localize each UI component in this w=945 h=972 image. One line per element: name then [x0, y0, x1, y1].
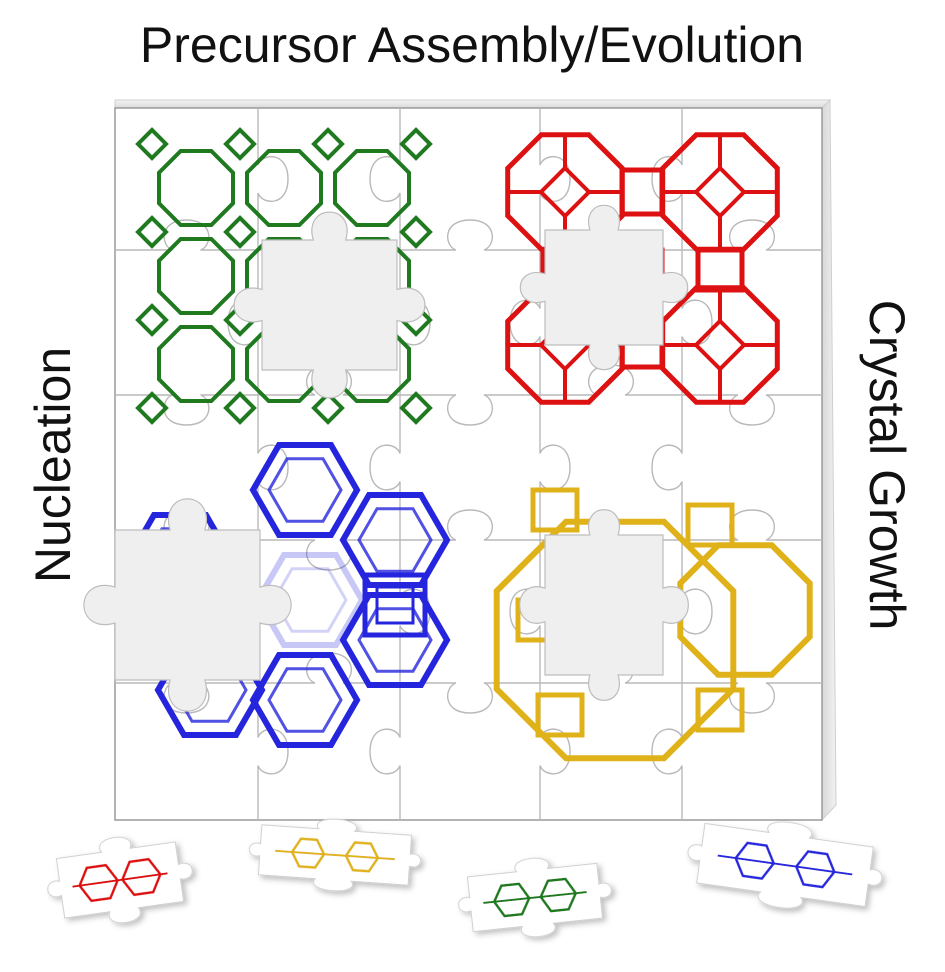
loose-piece-green [458, 857, 612, 938]
hexagon-inner [267, 457, 343, 523]
vertical-seam [651, 108, 713, 820]
horizontal-seam [115, 219, 822, 281]
diamond-ring [311, 391, 345, 425]
nucleation-label: Nucleation [25, 347, 81, 583]
octagon-ring [245, 149, 323, 227]
fragment-strut [275, 849, 395, 861]
square-window [362, 572, 428, 638]
missing-piece [83, 498, 292, 712]
loose-piece-blue [687, 821, 883, 909]
octagon-ring [157, 325, 235, 403]
fragment-strut [72, 872, 168, 888]
octagon-ring [157, 237, 235, 315]
gold-square-joint [695, 687, 745, 733]
gold-octagon [493, 518, 737, 762]
hexagon-inner [267, 667, 343, 733]
diamond-ring [135, 215, 169, 249]
fragment-strut [483, 891, 587, 904]
diamond-ring [399, 391, 433, 425]
connector-square [695, 247, 745, 293]
square-window-inner [375, 585, 415, 625]
diamond-ring [135, 127, 169, 161]
missing-piece [519, 509, 689, 701]
gold-square-joint [535, 692, 585, 738]
hexagon-outer [249, 442, 361, 538]
hexagon-outer [339, 492, 451, 588]
connector-square [619, 167, 665, 217]
board-top-edge [114, 99, 832, 109]
diamond-ring [135, 391, 169, 425]
diamond-ring [399, 215, 433, 249]
loose-piece-gold [248, 818, 422, 892]
octagon-ring [157, 149, 235, 227]
gold-octagon-small [677, 542, 813, 678]
octagon-ring [333, 149, 411, 227]
title-label: Precursor Assembly/Evolution [140, 17, 804, 73]
diamond-ring [135, 303, 169, 337]
diamond-ring [311, 127, 345, 161]
diamond-ring [223, 391, 257, 425]
loose-piece-red [47, 836, 193, 924]
gold-square-joint [530, 487, 580, 533]
gold-framework [493, 487, 813, 762]
missing-piece [519, 204, 689, 371]
diamond-ring [223, 215, 257, 249]
hexagon-inner [357, 507, 433, 573]
hexagon-outer [339, 592, 451, 688]
missing-piece [233, 211, 426, 399]
puzzle-holes [83, 204, 689, 712]
board-side-edge [821, 98, 837, 822]
crystal-growth-label: Crystal Growth [859, 300, 915, 631]
fragment-strut [717, 854, 853, 876]
vertical-seam [227, 108, 289, 820]
vertical-seam [509, 108, 571, 820]
diamond-ring [399, 127, 433, 161]
diamond-ring [223, 127, 257, 161]
red-framework [505, 132, 780, 405]
loose-pieces [47, 818, 883, 938]
vertical-seam [369, 108, 431, 820]
gold-square-joint [685, 502, 735, 548]
